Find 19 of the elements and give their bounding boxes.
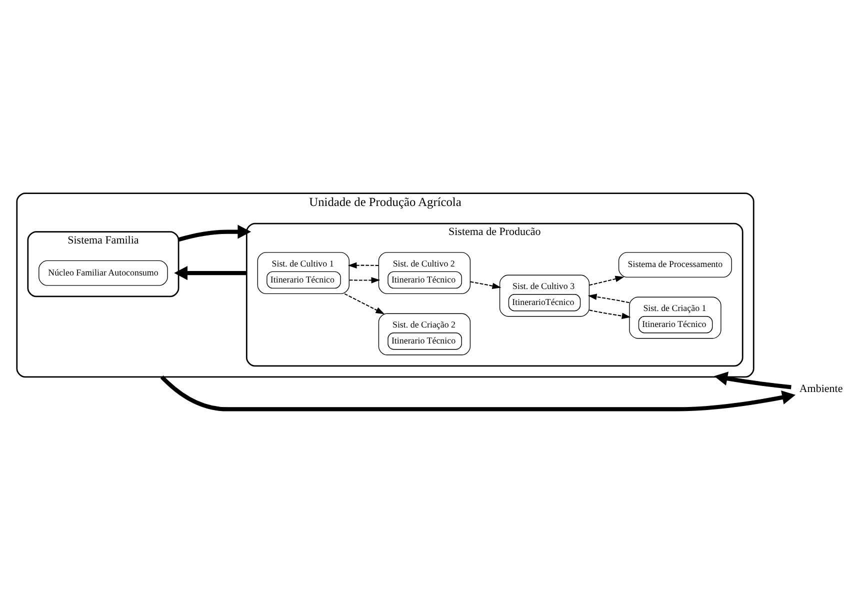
- arrow: [344, 292, 385, 314]
- node-box: Sist. de Cultivo 1 Itinerario Técnico: [257, 252, 350, 294]
- arrow: [174, 266, 247, 280]
- node-box: Sistema de Processamento: [618, 252, 732, 278]
- node-text: Ambiente: [799, 382, 843, 394]
- arrow: [178, 224, 252, 242]
- arrow: [348, 262, 379, 268]
- node-box: Sist. de Criação 1 Itinerario Técnico: [629, 296, 722, 338]
- node-box: Núcleo Familiar Autoconsumo: [38, 260, 168, 286]
- arrow: [349, 276, 380, 283]
- arrow: [589, 309, 631, 319]
- node-box: Sist. de Cultivo 2 Itinerario Técnico: [378, 252, 471, 294]
- node-box: Sist. de Criação 2 Itinerario Técnico: [378, 312, 471, 355]
- node-box: Sist. de Cultivo 3 ItinerarioTécnico: [499, 274, 590, 316]
- arrow: [470, 280, 502, 288]
- arrow: [589, 275, 624, 286]
- arrow: [160, 374, 796, 411]
- arrow: [714, 371, 792, 389]
- arrow: [588, 293, 630, 303]
